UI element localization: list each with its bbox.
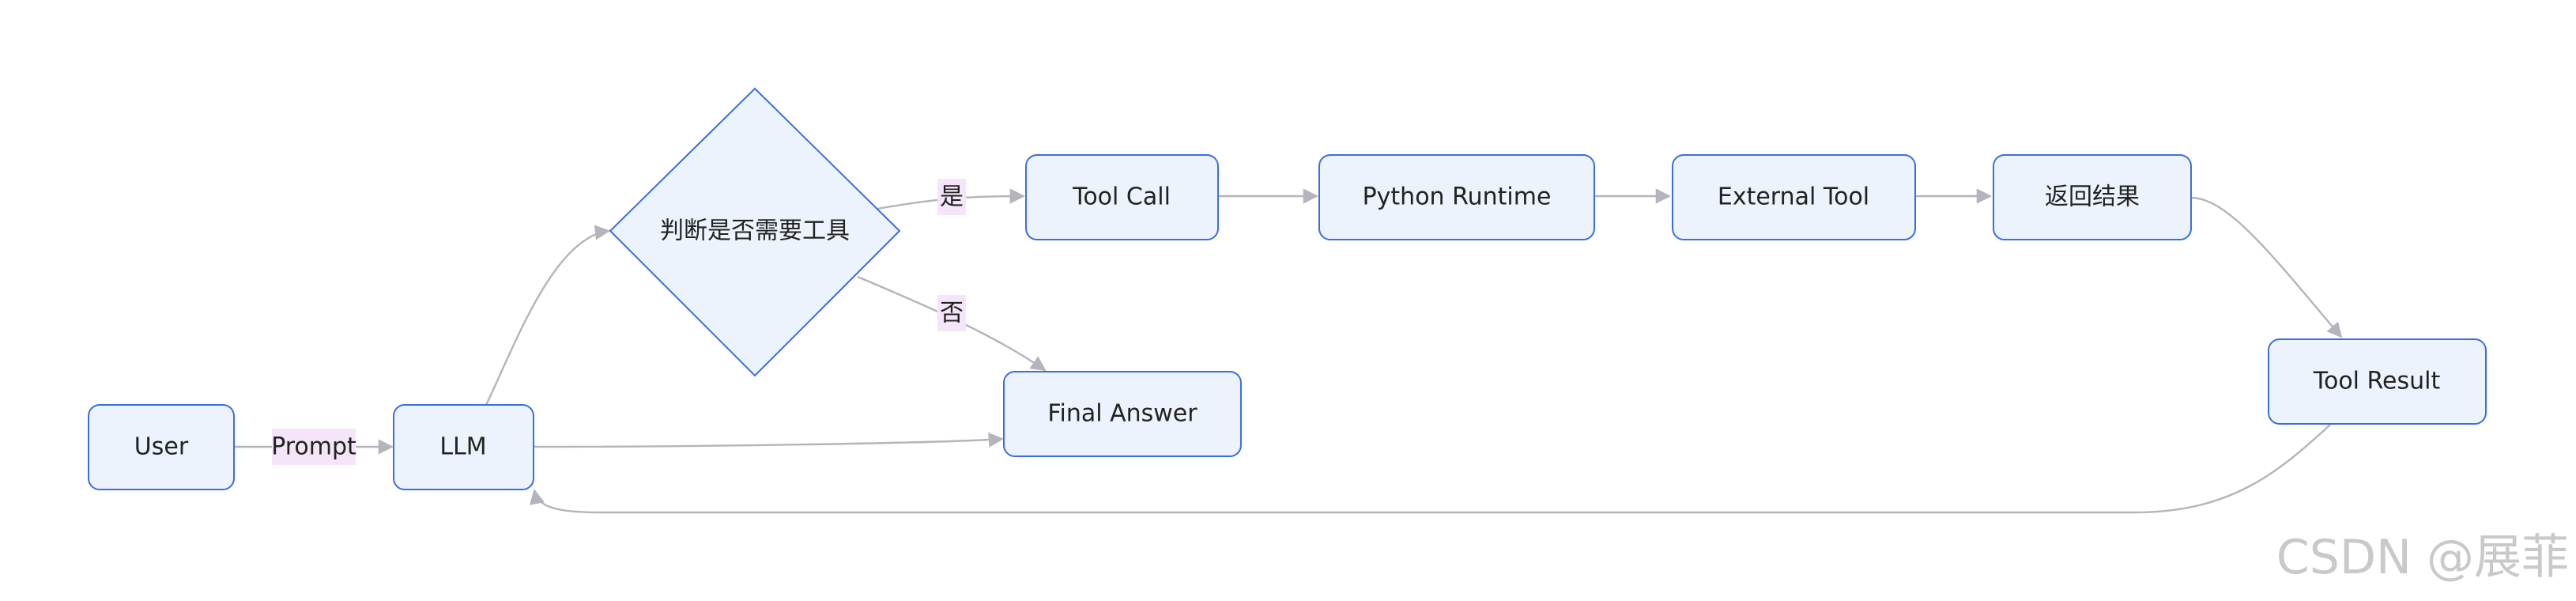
node-user-label: User bbox=[134, 433, 189, 461]
watermark: CSDN @展菲 bbox=[2276, 530, 2569, 585]
node-tool-call-label: Tool Call bbox=[1072, 183, 1171, 211]
node-final-answer[interactable]: Final Answer bbox=[1003, 371, 1242, 457]
edge-return-result-tool-result bbox=[2190, 196, 2343, 338]
svg-text:是: 是 bbox=[940, 183, 964, 211]
edge-llm-decision bbox=[485, 225, 610, 406]
node-tool-call[interactable]: Tool Call bbox=[1025, 154, 1219, 240]
node-python-runtime-label: Python Runtime bbox=[1363, 183, 1552, 211]
node-python-runtime[interactable]: Python Runtime bbox=[1318, 154, 1595, 240]
node-decision[interactable]: 判断是否需要工具 bbox=[609, 87, 901, 377]
node-return-result-label: 返回结果 bbox=[2045, 183, 2140, 211]
edge-label-prompt: Prompt bbox=[271, 429, 356, 465]
node-external-tool[interactable]: External Tool bbox=[1672, 154, 1916, 240]
node-tool-result[interactable]: Tool Result bbox=[2268, 338, 2487, 425]
svg-text:否: 否 bbox=[940, 300, 964, 327]
edge-label-yes: 是 bbox=[937, 179, 966, 215]
edge-label-no: 否 bbox=[937, 295, 966, 331]
node-final-answer-label: Final Answer bbox=[1047, 400, 1197, 428]
node-llm[interactable]: LLM bbox=[393, 404, 534, 490]
node-decision-label: 判断是否需要工具 bbox=[660, 217, 850, 245]
svg-text:Prompt: Prompt bbox=[271, 433, 356, 461]
node-external-tool-label: External Tool bbox=[1718, 183, 1869, 211]
edge-llm-final-answer bbox=[533, 432, 1004, 448]
node-return-result[interactable]: 返回结果 bbox=[1993, 154, 2192, 240]
edge-tool-result-llm bbox=[529, 424, 2331, 514]
node-user[interactable]: User bbox=[88, 404, 235, 490]
edges bbox=[234, 188, 2343, 514]
node-tool-result-label: Tool Result bbox=[2313, 368, 2441, 395]
node-llm-label: LLM bbox=[439, 433, 486, 461]
